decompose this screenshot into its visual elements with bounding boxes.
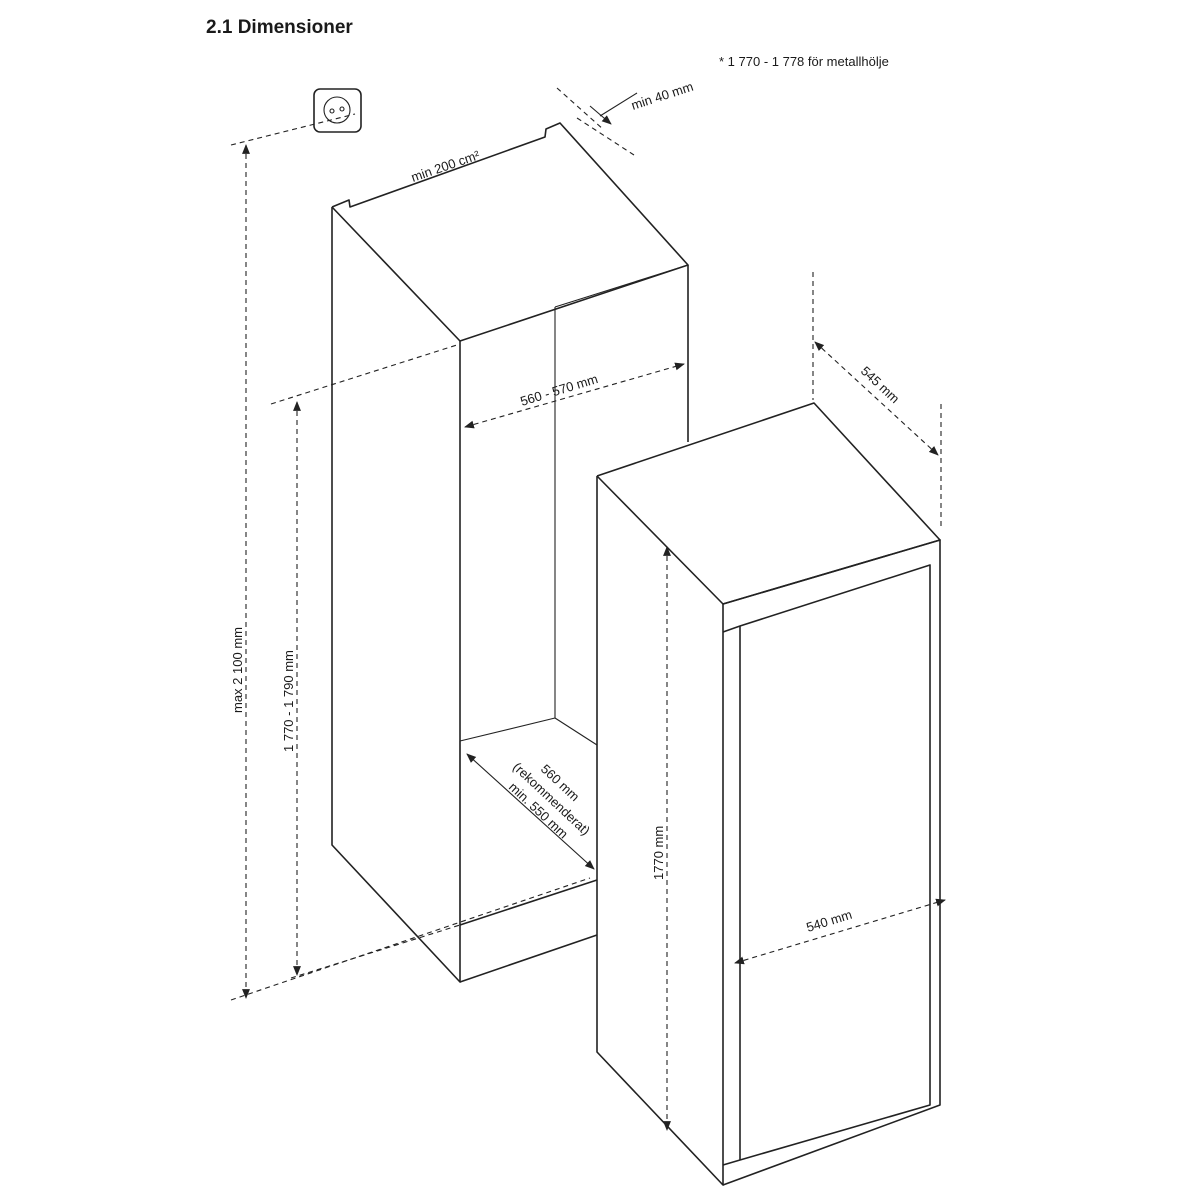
dimension-appliance-width: 540 mm [734, 898, 946, 965]
power-socket-icon [313, 88, 362, 133]
label-appliance-depth: 545 mm [858, 363, 903, 406]
dimension-niche-width: 560 - 570 mm [464, 362, 685, 429]
label-min-gap-top: min 40 mm [629, 79, 695, 113]
section-heading: 2.1 Dimensioner [206, 17, 353, 38]
dimension-niche-depth: 560 mm (rekommenderat) min. 550 mm [466, 753, 595, 870]
cabinet-niche [331, 122, 689, 983]
label-vent-area: min 200 cm² [409, 147, 482, 185]
label-max-height: max 2 100 mm [230, 627, 245, 713]
appliance-fridge [596, 402, 941, 1186]
dimension-max-height: max 2 100 mm [230, 113, 591, 1001]
label-niche-height: 1 770 - 1 790 mm [281, 650, 296, 752]
label-appliance-width: 540 mm [804, 907, 853, 935]
dimension-niche-height: 1 770 - 1 790 mm [270, 343, 461, 979]
dimension-appliance-depth: 545 mm [812, 272, 942, 528]
dimension-appliance-height: 1770 mm [651, 546, 671, 1131]
footnote: * 1 770 - 1 778 för metallhölje [719, 54, 889, 69]
label-appliance-height: 1770 mm [651, 826, 666, 880]
label-niche-width: 560 - 570 mm [518, 371, 599, 409]
